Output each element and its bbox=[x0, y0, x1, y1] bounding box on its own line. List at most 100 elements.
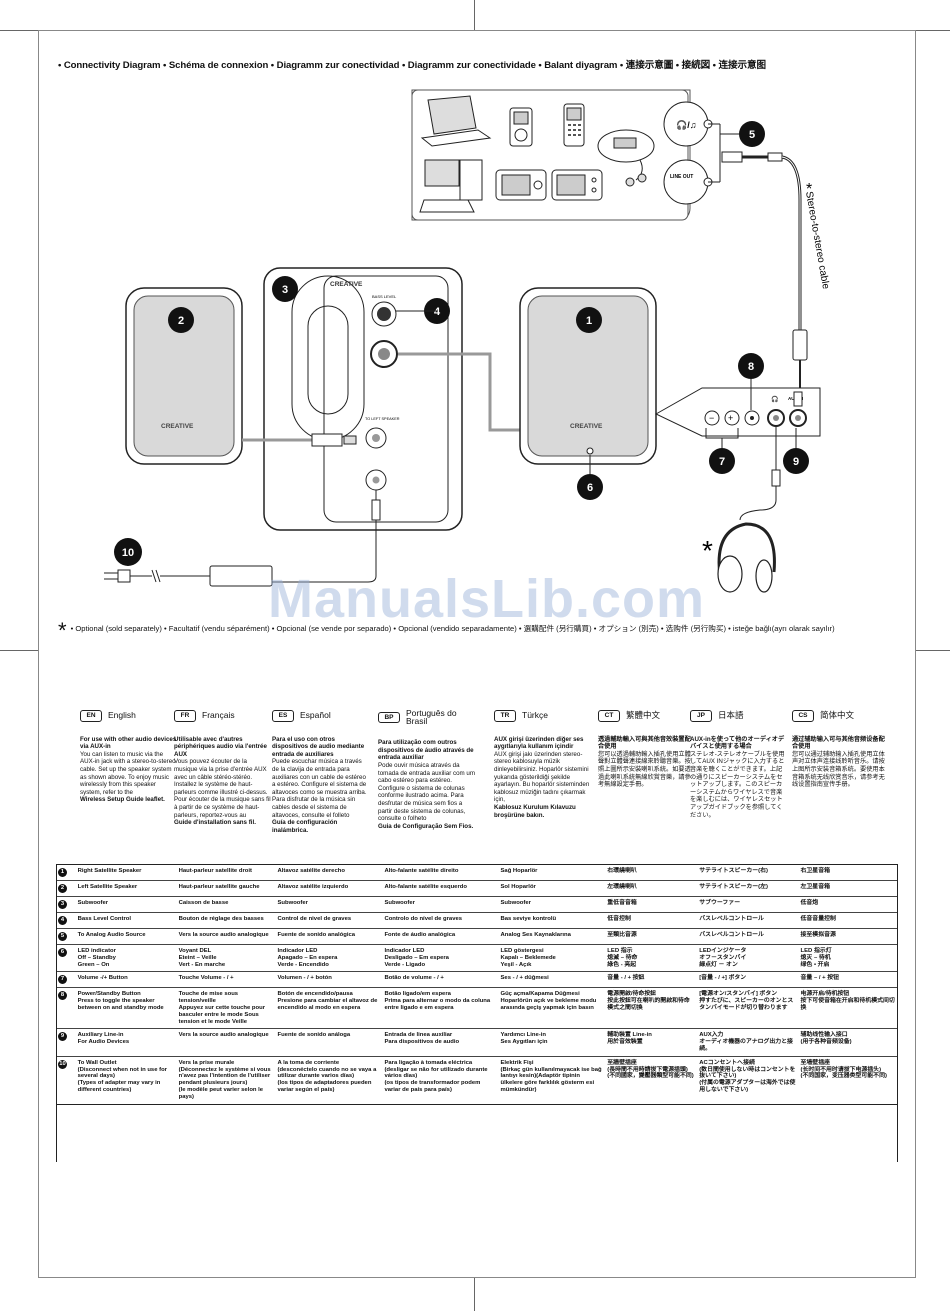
headphone-symbol-label: 🎧/♫ bbox=[676, 119, 696, 130]
legend-text: LED 指示 熄滅 – 待命 綠色 - 亮起 bbox=[607, 948, 638, 968]
legend-cell: Vers la source audio analogique bbox=[176, 1028, 276, 1057]
legend-cell: Right Satellite Speaker bbox=[75, 864, 177, 881]
watermark: ManualsLib.com bbox=[268, 569, 706, 629]
legend-cell: Caisson de basse bbox=[176, 896, 276, 913]
portable-media-player-icon bbox=[495, 169, 547, 201]
legend-cell: バスレベルコントロール bbox=[697, 912, 799, 929]
legend-text: [音量 - / +] ボタン bbox=[699, 975, 747, 982]
language-code-badge: EN bbox=[80, 710, 102, 722]
legend-cell: Voyant DEL Eteint – Veille Vert - En mar… bbox=[176, 943, 276, 972]
legend-text: AUX入力 オーディオ機器のアナログ出力と接続。 bbox=[699, 1032, 793, 1052]
legend-cell: 辅助线性输入接口 (用于各种音频设备) bbox=[798, 1028, 898, 1057]
legend-text: Voyant DEL Eteint – Veille Vert - En mar… bbox=[178, 948, 226, 968]
legend-cell: Alto-falante satélite direito bbox=[382, 864, 499, 881]
legend-text: 音量 – / + 按钮 bbox=[800, 975, 839, 982]
number-badge: 5 bbox=[58, 932, 67, 941]
legend-text: Touche de mise sous tension/veille Appuy… bbox=[178, 991, 266, 1025]
language-body: ステレオ-ステレオケーブルを使用してAUX INジャックに入力すると音楽を聴くこ… bbox=[690, 750, 785, 819]
legend-cell: Fonte de áudio analógica bbox=[382, 928, 499, 945]
legend-cell: Subwoofer bbox=[382, 896, 499, 913]
crop-mark bbox=[916, 30, 950, 31]
svg-text:1: 1 bbox=[586, 315, 592, 327]
svg-text:7: 7 bbox=[719, 456, 725, 468]
legend-text: サテライトスピーカー(右) bbox=[699, 868, 768, 874]
legend-cell: Fuente de sonido análoga bbox=[275, 1028, 383, 1057]
legend-cell: A la toma de corriente (desconéctelo cua… bbox=[275, 1055, 383, 1105]
optional-footnote: *• Optional (sold separately) • Facultat… bbox=[58, 618, 835, 643]
legend-cell: Left Satellite Speaker bbox=[75, 880, 177, 897]
legend-cell: Haut-parleur satellite gauche bbox=[176, 880, 276, 897]
svg-text:CREATIVE: CREATIVE bbox=[161, 423, 194, 430]
legend-cell: Haut-parleur satellite droit bbox=[176, 864, 276, 881]
legend-cell: サテライトスピーカー(右) bbox=[697, 864, 799, 881]
svg-text:🎧: 🎧 bbox=[771, 395, 778, 403]
svg-text:2: 2 bbox=[178, 315, 184, 327]
legend-text: Fuente de sonido analógica bbox=[277, 932, 356, 938]
legend-text: Vers la prise murale (Déconnectez le sys… bbox=[178, 1059, 271, 1100]
legend-cell: 輔助裝置 Line-in 用於音效裝置 bbox=[605, 1028, 698, 1057]
number-badge: 1 bbox=[58, 868, 67, 877]
legend-cell: 電源開啟/待命按鈕 按此按鈕可在喇叭的開啟和待命模式之間切換 bbox=[605, 987, 698, 1029]
legend-text: Touche Volume - / + bbox=[178, 975, 234, 982]
legend-number: 5 bbox=[56, 928, 76, 945]
callout-5 bbox=[739, 121, 765, 147]
legend-text: 輔助裝置 Line-in 用於音效裝置 bbox=[607, 1032, 652, 1046]
number-badge: 9 bbox=[58, 1032, 67, 1042]
legend-text: 辅助线性输入接口 (用于各种音频设备) bbox=[800, 1032, 852, 1046]
callout-7 bbox=[709, 448, 735, 474]
legend-cell: 至墙壁插座 (长时间不用时请拔下电源插头) (不同国家，变压器类型可能不同) bbox=[798, 1055, 898, 1105]
wall-plug bbox=[117, 569, 131, 583]
crop-mark bbox=[0, 30, 38, 31]
page-frame bbox=[38, 30, 916, 1278]
legend-cell: Bas seviye kontrolü bbox=[498, 912, 606, 929]
portable-media-player-icon bbox=[551, 169, 603, 201]
legend-cell: 音量 – / + 按钮 bbox=[798, 971, 898, 988]
svg-text:6: 6 bbox=[587, 482, 593, 494]
guide-reference: Guide d'installation sans fil. bbox=[174, 819, 256, 827]
optional-asterisk: * bbox=[702, 535, 713, 566]
legend-cell: Botão ligado/em espera Prima para altern… bbox=[382, 987, 499, 1029]
callout-10 bbox=[114, 538, 142, 566]
number-badge: 10 bbox=[58, 1059, 67, 1069]
svg-text:9: 9 bbox=[793, 456, 799, 468]
connectivity-diagram: 🎧/♫ LINE OUT Stereo-to-stereo cable * CR… bbox=[104, 89, 831, 593]
legend-number: 10 bbox=[56, 1055, 76, 1105]
volume-up-button bbox=[724, 410, 740, 426]
svg-text:3: 3 bbox=[282, 284, 288, 296]
callout-1 bbox=[576, 307, 602, 333]
language-body: 您可以透過輔助輸入插孔使用立體聲對立體聲連接線來聆聽音樂。按照上圖所示安裝喇叭系… bbox=[598, 750, 691, 789]
legend-number: 7 bbox=[56, 971, 76, 988]
svg-text:LINE OUT: LINE OUT bbox=[670, 174, 693, 180]
language-header: EN English bbox=[80, 710, 178, 722]
legend-cell: LED göstergesi Kapalı – Beklemede Yeşil … bbox=[498, 943, 606, 972]
legend-number: 1 bbox=[56, 864, 76, 881]
legend-cell: Volumen - / + botón bbox=[275, 971, 383, 988]
crop-mark bbox=[474, 1278, 475, 1311]
mobile-phone-icon bbox=[563, 103, 585, 147]
power-adapter bbox=[209, 565, 273, 587]
legend-cell: 低音炮 bbox=[798, 896, 898, 913]
number-badge: 7 bbox=[58, 975, 67, 985]
legend-cell: AUX入力 オーディオ機器のアナログ出力と接続。 bbox=[697, 1028, 799, 1057]
language-name: English bbox=[108, 710, 136, 720]
legend-cell: [音量 - / +] ボタン bbox=[697, 971, 799, 988]
legend-cell: Control de nivel de graves bbox=[275, 912, 383, 929]
number-badge: 2 bbox=[58, 884, 67, 893]
legend-cell: Botão de volume - / + bbox=[382, 971, 499, 988]
legend-text: Auxiliary Line-in For Audio Devices bbox=[77, 1032, 130, 1046]
language-heading: For use with other audio devices via AUX… bbox=[80, 735, 177, 751]
legend-cell: Controlo do nível de graves bbox=[382, 912, 499, 929]
legend-cell: Subwoofer bbox=[275, 896, 383, 913]
legend-text: 電源開啟/待命按鈕 按此按鈕可在喇叭的開啟和待命模式之間切換 bbox=[607, 991, 690, 1011]
legend-text: サブウーファー bbox=[699, 900, 741, 906]
language-body: 您可以通过辅助输入插孔使用立体声对立体声连接线聆听音乐。请按上图所示安装音箱系统… bbox=[792, 750, 885, 789]
legend-cell: To Wall Outlet (Disconnect when not in u… bbox=[75, 1055, 177, 1105]
optional-asterisk: * bbox=[806, 181, 812, 198]
legend-cell: 电源开启/待机按钮 按下可使音箱在开启和待机模式间切换 bbox=[798, 987, 898, 1029]
language-code-badge: BP bbox=[378, 711, 400, 724]
